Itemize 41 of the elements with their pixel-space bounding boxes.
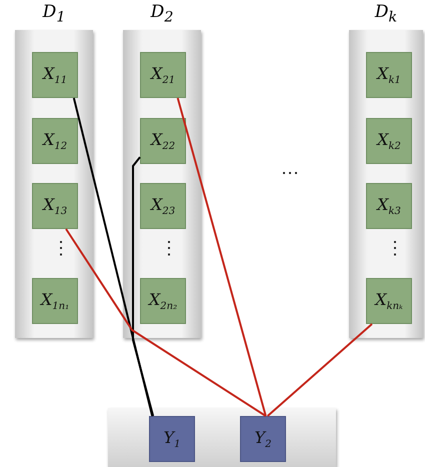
connector-line (132, 156, 154, 416)
output-box (240, 416, 286, 462)
connector-line (65, 228, 266, 417)
connector-line (176, 98, 267, 416)
variable-box (32, 183, 78, 229)
variable-box (366, 52, 412, 98)
variable-label: X$_{2n₂}$ (148, 290, 178, 312)
variable-label: X$_{23}$ (150, 194, 176, 218)
variable-box (32, 278, 78, 324)
column-heading: D$_{1}$ (41, 2, 66, 26)
variable-box (140, 52, 186, 98)
variable-label: X$_{knₖ}$ (375, 290, 403, 312)
variable-box (32, 118, 78, 164)
variable-box (140, 118, 186, 164)
variable-label: X$_{13}$ (42, 194, 68, 218)
variable-box (140, 278, 186, 324)
variable-label: X$_{k3}$ (377, 194, 401, 218)
variable-label: X$_{1n₁}$ (40, 290, 70, 312)
column-heading: D$_{k}$ (374, 2, 398, 26)
variable-box (32, 52, 78, 98)
variable-label: X$_{22}$ (150, 130, 176, 152)
variable-box (366, 118, 412, 164)
variable-label: Y$_{1}$ (164, 428, 180, 450)
vertical-ellipsis: ⋮ (52, 240, 70, 258)
variable-label: X$_{12}$ (42, 130, 68, 152)
variable-label: X$_{k1}$ (377, 64, 401, 86)
connector-line (266, 323, 373, 417)
vertical-ellipsis: ⋮ (160, 240, 178, 258)
output-box (149, 416, 195, 462)
variable-label: X$_{21}$ (150, 64, 176, 86)
variable-box (140, 183, 186, 229)
variable-label: X$_{k2}$ (377, 130, 401, 152)
vertical-ellipsis: ⋮ (386, 240, 404, 258)
variable-label: Y$_{2}$ (254, 428, 272, 450)
variable-box (366, 278, 412, 324)
connector-line (72, 98, 154, 416)
variable-box (366, 183, 412, 229)
output-panel (108, 408, 336, 467)
column-heading: D$_{2}$ (149, 2, 174, 26)
ellipsis: ⋯ (281, 165, 299, 183)
variable-label: X$_{11}$ (42, 64, 68, 86)
